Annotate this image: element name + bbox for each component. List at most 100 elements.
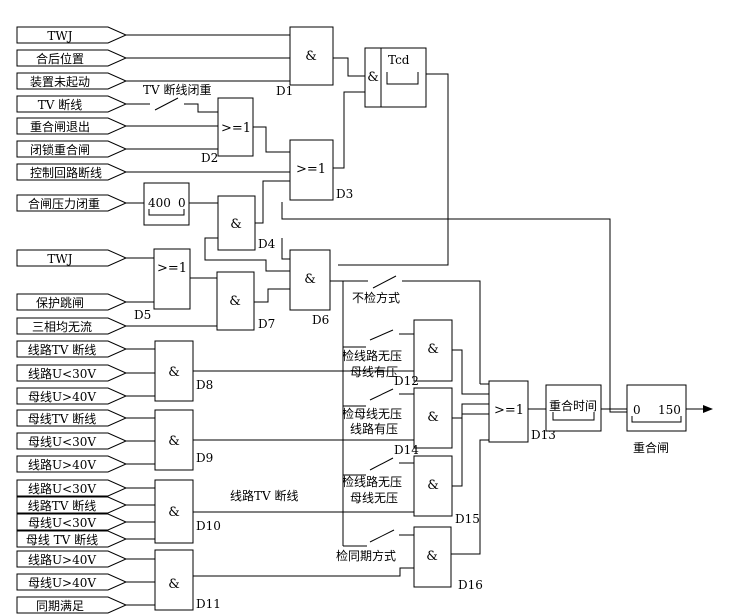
gate-d8-label: D8 bbox=[196, 378, 213, 392]
gate-d5-symbol: >=1 bbox=[157, 261, 187, 276]
input-muxian-u-gt-40v-1-shape bbox=[16, 387, 128, 405]
switch-tv-duanxian-bichong: TV 断线闭重 bbox=[143, 82, 212, 97]
gate-d6-label: D6 bbox=[312, 313, 329, 327]
gate-d8-symbol: & bbox=[168, 365, 180, 380]
gate-d16-label: D16 bbox=[458, 578, 483, 592]
gate-d15-symbol: & bbox=[427, 478, 439, 493]
gate-d8 bbox=[154, 340, 194, 402]
gate-d12-symbol: & bbox=[427, 342, 439, 357]
gate-d10 bbox=[154, 479, 194, 544]
switch-labels: TV 断线闭重 不检方式 检线路无压 母线有压 检母线无压 线路有压 检线路无压… bbox=[143, 82, 669, 563]
reclose-pulse-end: 150 bbox=[658, 403, 681, 417]
switch-jian-xianlu-muxian-wuya-2: 母线无压 bbox=[350, 491, 398, 505]
gate-d16-symbol: & bbox=[426, 549, 438, 564]
input-hezha-yali-bichong: 合闸压力闭重 bbox=[28, 196, 100, 211]
input-chonghezha-tuichu: 重合闸退出 bbox=[30, 119, 90, 134]
gate-d9-label: D9 bbox=[196, 451, 213, 465]
reclose-time-label: 重合时间 bbox=[549, 398, 597, 413]
gate-d13 bbox=[488, 380, 529, 443]
input-muxian-u-lt-30v-2-shape bbox=[16, 513, 128, 531]
input-xianlu-u-lt-30v-1: 线路U<30V bbox=[28, 366, 96, 381]
gate-d14-label: D14 bbox=[394, 443, 419, 457]
input-sanxiang-wuliu: 三相均无流 bbox=[32, 320, 92, 334]
input-muxian-u-gt-40v-1: 母线U>40V bbox=[28, 390, 96, 404]
gate-d5-label: D5 bbox=[134, 308, 151, 322]
input-tv-duanxian-shape bbox=[16, 95, 128, 113]
input-twj-1-shape bbox=[16, 26, 128, 44]
annotation-xianlu-tv-duanxian: 线路TV 断线 bbox=[230, 488, 299, 503]
input-muxian-tv-duanxian-2: 母线 TV 断线 bbox=[26, 532, 98, 547]
gate-d15 bbox=[413, 455, 453, 517]
switch-jian-tongqi-fangshi: 检同期方式 bbox=[336, 548, 396, 563]
input-baohu-tiaozha: 保护跳闸 bbox=[36, 296, 84, 310]
gate-d6-symbol: & bbox=[304, 272, 316, 287]
input-muxian-u-lt-30v-2: 母线U<30V bbox=[28, 516, 96, 530]
input-xianlu-u-gt-40v-1: 线路U>40V bbox=[28, 457, 96, 472]
switch-jian-muxian-wuya-2: 线路有压 bbox=[350, 421, 398, 436]
input-twj-2-shape bbox=[16, 249, 128, 267]
gate-d3 bbox=[289, 139, 334, 201]
input-twj-1: TWJ bbox=[47, 29, 72, 43]
gate-d3-symbol: >=1 bbox=[296, 162, 326, 177]
input-zhuangzhi-weiqidong-shape bbox=[16, 72, 128, 90]
gate-d1 bbox=[289, 26, 334, 86]
gate-d10-symbol: & bbox=[168, 505, 180, 520]
input-hehou-weizhi-shape bbox=[16, 49, 128, 67]
input-tongqi-manzu-shape bbox=[16, 596, 128, 614]
switch-jian-xianlu-wuya-2: 母线有压 bbox=[350, 365, 398, 379]
gate-d7 bbox=[216, 271, 255, 331]
switch-jian-xianlu-muxian-wuya-1: 检线路无压 bbox=[342, 474, 402, 489]
reclose-time-timer bbox=[545, 384, 602, 432]
input-xianlu-u-gt-40v-1-shape bbox=[16, 455, 128, 473]
gate-d15-label: D15 bbox=[455, 512, 480, 526]
gate-d11 bbox=[154, 549, 194, 611]
input-signals: TWJ 合后位置 装置未起动 TV 断线 重合闸退出 闭锁重合闸 控制回路断线 … bbox=[16, 26, 128, 614]
gate-d3-label: D3 bbox=[336, 187, 353, 201]
tcd-label: Tcd bbox=[388, 53, 410, 67]
gate-d13-symbol: >=1 bbox=[494, 403, 524, 418]
input-xianlu-u-lt-30v-1-shape bbox=[16, 364, 128, 382]
wires bbox=[126, 34, 713, 606]
gate-d4-label: D4 bbox=[258, 237, 276, 251]
pressure-delay-end: 0 bbox=[178, 196, 186, 210]
input-sanxiang-wuliu-shape bbox=[16, 317, 128, 335]
input-twj-2: TWJ bbox=[47, 252, 72, 266]
input-muxian-u-gt-40v-2: 母线U>40V bbox=[28, 576, 96, 590]
gate-d14-symbol: & bbox=[427, 410, 439, 425]
gate-d14 bbox=[413, 387, 453, 449]
input-tongqi-manzu: 同期满足 bbox=[36, 599, 84, 613]
switch-bujian-fangshi: 不检方式 bbox=[352, 290, 400, 305]
input-xianlu-tv-duanxian-2-shape bbox=[16, 496, 128, 514]
input-xianlu-u-lt-30v-2: 线路U<30V bbox=[28, 481, 96, 496]
gate-d4-symbol: & bbox=[230, 217, 242, 232]
input-bisuo-chonghezha: 闭锁重合闸 bbox=[30, 142, 90, 157]
tcd-timer bbox=[364, 47, 427, 108]
input-xianlu-u-lt-30v-2-shape bbox=[16, 479, 128, 497]
gate-d6 bbox=[289, 249, 331, 311]
gate-d12 bbox=[413, 319, 453, 382]
input-hezha-yali-bichong-shape bbox=[16, 194, 128, 212]
input-baohu-tiaozha-shape bbox=[16, 293, 128, 311]
input-kongzhi-huilu-duanxian-shape bbox=[16, 163, 128, 181]
gate-d11-symbol: & bbox=[168, 577, 180, 592]
input-tv-duanxian: TV 断线 bbox=[38, 97, 83, 112]
pressure-delay-timer bbox=[143, 182, 190, 226]
input-xianlu-tv-duanxian-1-shape bbox=[16, 340, 128, 358]
input-bisuo-chonghezha-shape bbox=[16, 140, 128, 158]
gate-d2-label: D2 bbox=[201, 151, 218, 165]
switch-jian-xianlu-wuya-1: 检线路无压 bbox=[342, 348, 402, 363]
reclose-pulse-timer bbox=[626, 384, 687, 432]
input-kongzhi-huilu-duanxian: 控制回路断线 bbox=[30, 165, 102, 180]
gate-d1-symbol: & bbox=[305, 49, 317, 64]
input-xianlu-tv-duanxian-1: 线路TV 断线 bbox=[28, 342, 97, 357]
logic-gates: & D1 & Tcd >=1 D2 >=1 D3 400 0 & D4 >=1 … bbox=[134, 26, 687, 611]
input-muxian-tv-duanxian-2-shape bbox=[16, 530, 128, 548]
gate-d4 bbox=[217, 195, 256, 251]
output-chonghezha: 重合闸 bbox=[633, 440, 669, 455]
gate-d16 bbox=[413, 526, 452, 588]
switch-jian-muxian-wuya-1: 检母线无压 bbox=[342, 406, 402, 421]
gate-d2-symbol: >=1 bbox=[221, 121, 251, 136]
gate-d9 bbox=[154, 409, 194, 471]
gate-d7-label: D7 bbox=[258, 317, 275, 331]
